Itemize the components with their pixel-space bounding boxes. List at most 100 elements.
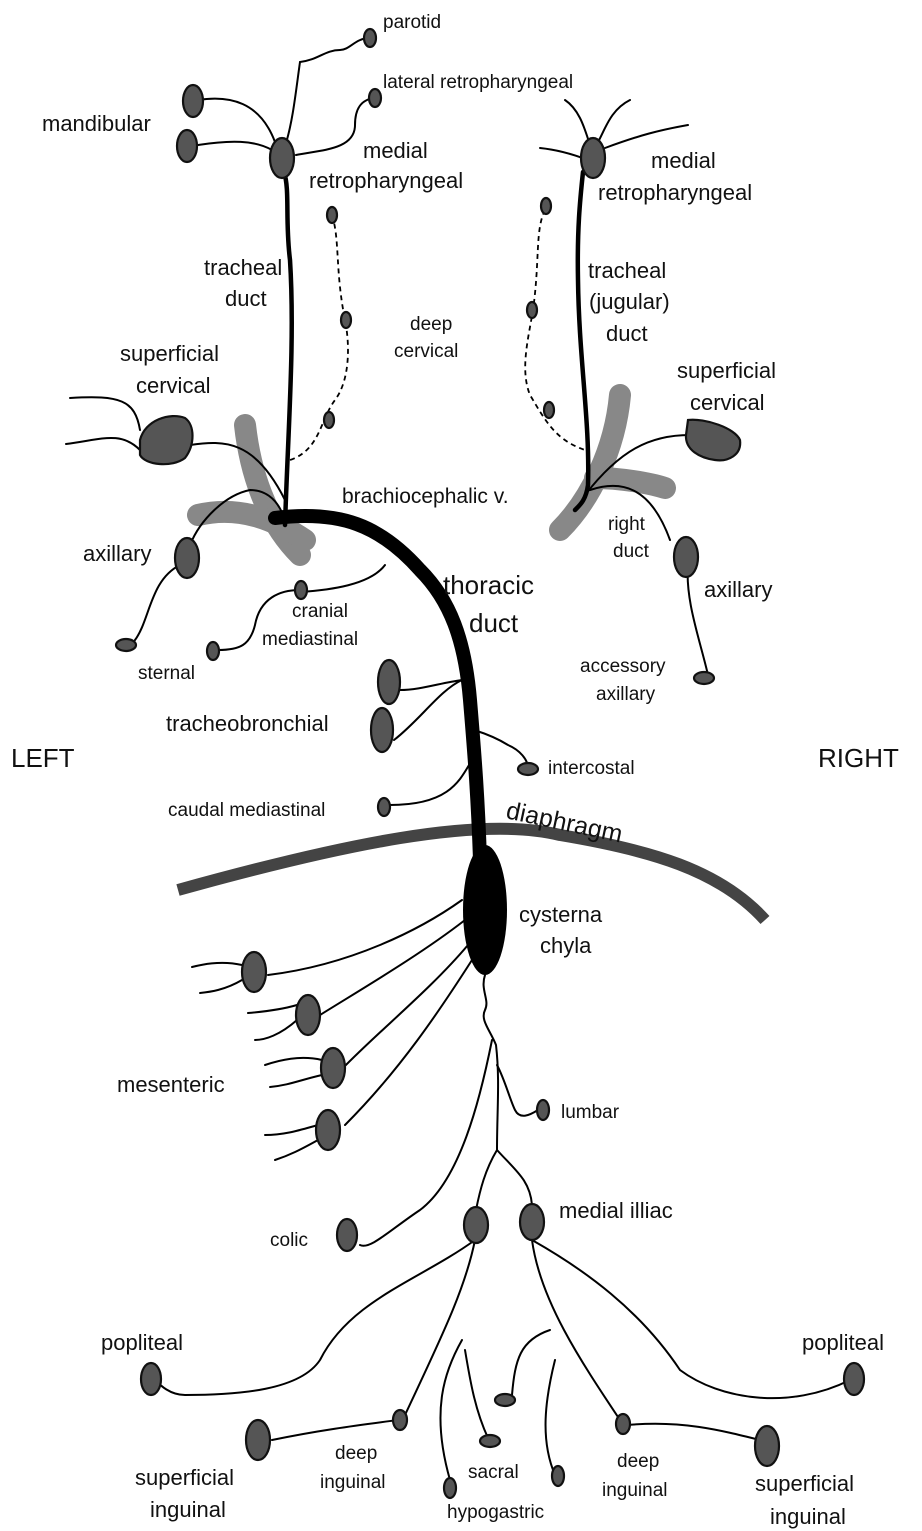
cisterna-chyli-shape	[463, 845, 507, 975]
label-left-axillary: axillary	[83, 541, 151, 566]
label-left-deep-inguinal: inguinal	[320, 1472, 386, 1493]
right-deep-cervical-node-3	[544, 402, 554, 418]
label-chyla: chyla	[540, 933, 592, 958]
label-medial-illiac: medial illiac	[559, 1198, 673, 1223]
hypogastric-node	[444, 1478, 456, 1498]
label-left-superficial-inguinal-1: superficial	[135, 1465, 234, 1490]
intercostal-node	[518, 763, 538, 775]
label-left-deep: deep	[335, 1443, 377, 1464]
left-deep-cervical-node-2	[341, 312, 351, 328]
label-sacral: sacral	[468, 1462, 519, 1483]
sternal-node-2	[207, 642, 219, 660]
label-right-superficial-inguinal-2: inguinal	[770, 1504, 846, 1529]
tracheobronchial-node-2	[371, 708, 393, 752]
tracheobronchial-node-1	[378, 660, 400, 704]
label-right-superficial: superficial	[677, 358, 776, 383]
label-parotid: parotid	[383, 12, 441, 33]
left-superficial-cervical-node	[140, 416, 193, 464]
left-popliteal-node	[141, 1363, 161, 1395]
label-right-retropharyngeal: retropharyngeal	[598, 180, 752, 205]
label-left-superficial-inguinal-2: inguinal	[150, 1497, 226, 1522]
label-left-retropharyngeal: retropharyngeal	[309, 168, 463, 193]
accessory-axillary-node	[694, 672, 714, 684]
mandibular-node-1	[183, 85, 203, 117]
right-superficial-inguinal-node	[755, 1426, 779, 1466]
label-right-jugular: (jugular)	[589, 289, 670, 314]
caudal-mediastinal-node	[378, 798, 390, 816]
label-accessory: accessory	[580, 656, 666, 677]
right-superficial-cervical-node	[686, 420, 740, 461]
thoracic-branch-vessels	[390, 680, 528, 805]
sacral-node	[480, 1435, 500, 1447]
cranial-mediastinal-node	[295, 581, 307, 599]
label-right-duct-right: right	[608, 514, 646, 535]
lumbar-node	[537, 1100, 549, 1120]
label-left-popliteal: popliteal	[101, 1330, 183, 1355]
label-right-superficial-inguinal-1: superficial	[755, 1471, 854, 1496]
right-medial-retropharyngeal-node	[581, 138, 605, 178]
mesenteric-node-2	[296, 995, 320, 1035]
label-caudal-mediastinal: caudal mediastinal	[168, 800, 325, 821]
lateral-retropharyngeal-node	[369, 89, 381, 107]
lymph-nodes	[116, 29, 864, 1498]
mesenteric-node-3	[321, 1048, 345, 1088]
right-deep-cervical-node-2	[527, 302, 537, 318]
label-left-cervical: cervical	[136, 373, 211, 398]
left-axillary-node	[175, 538, 199, 578]
label-sternal: sternal	[138, 663, 195, 684]
label-right-duct-duct: duct	[613, 541, 650, 562]
label-right-popliteal: popliteal	[802, 1330, 884, 1355]
label-cranial-mediastinal: mediastinal	[262, 629, 358, 650]
label-right-deep: deep	[617, 1451, 659, 1472]
mandibular-node-2	[177, 130, 197, 162]
label-right: RIGHT	[818, 743, 899, 773]
label-mandibular: mandibular	[42, 111, 151, 136]
right-medial-illiac-node	[520, 1204, 544, 1240]
label-brachiocephalic-v: brachiocephalic v.	[342, 485, 509, 508]
label-right-cervical: cervical	[690, 390, 765, 415]
left-medial-illiac-node	[464, 1207, 488, 1243]
label-deep: deep	[410, 314, 452, 335]
label-lateral-retropharyngeal: lateral retropharyngeal	[383, 72, 573, 93]
label-right-duct: duct	[606, 321, 648, 346]
right-deep-cervical-node-1	[541, 198, 551, 214]
label-colic: colic	[270, 1230, 308, 1251]
label-left-tracheal: tracheal	[204, 255, 282, 280]
right-axillary-node	[674, 537, 698, 577]
mesenteric-node-1	[242, 952, 266, 992]
label-mesenteric: mesenteric	[117, 1072, 225, 1097]
label-cysterna: cysterna	[519, 902, 603, 927]
label-right-deep-inguinal: inguinal	[602, 1480, 668, 1501]
left-medial-retropharyngeal-node	[270, 138, 294, 178]
label-right-tracheal: tracheal	[588, 258, 666, 283]
mesenteric-node-4	[316, 1110, 340, 1150]
label-left-medial: medial	[363, 138, 428, 163]
right-popliteal-node	[844, 1363, 864, 1395]
label-deep-cervical: cervical	[394, 341, 458, 362]
right-deep-inguinal-node	[616, 1414, 630, 1434]
label-lumbar: lumbar	[561, 1102, 620, 1123]
label-left: LEFT	[11, 743, 75, 773]
left-deep-cervical-node-1	[327, 207, 337, 223]
label-right-axillary: axillary	[704, 577, 772, 602]
diagram-labels: parotid lateral retropharyngeal mandibul…	[11, 12, 899, 1529]
hypogastric-node-2	[552, 1466, 564, 1486]
sacral-node-2	[495, 1394, 515, 1406]
label-left-superficial: superficial	[120, 341, 219, 366]
parotid-node	[364, 29, 376, 47]
label-intercostal: intercostal	[548, 758, 635, 779]
left-deep-cervical-node-3	[324, 412, 334, 428]
label-cranial: cranial	[292, 601, 348, 622]
label-tracheobronchial: tracheobronchial	[166, 711, 329, 736]
sternal-node	[116, 639, 136, 651]
left-deep-inguinal-node	[393, 1410, 407, 1430]
left-superficial-inguinal-node	[246, 1420, 270, 1460]
colic-node	[337, 1219, 357, 1251]
label-right-medial: medial	[651, 148, 716, 173]
label-accessory-axillary: axillary	[596, 684, 656, 705]
label-thoracic-duct: duct	[469, 608, 519, 638]
label-left-duct: duct	[225, 286, 267, 311]
label-hypogastric: hypogastric	[447, 1502, 544, 1523]
label-thoracic: thoracic	[443, 570, 534, 600]
